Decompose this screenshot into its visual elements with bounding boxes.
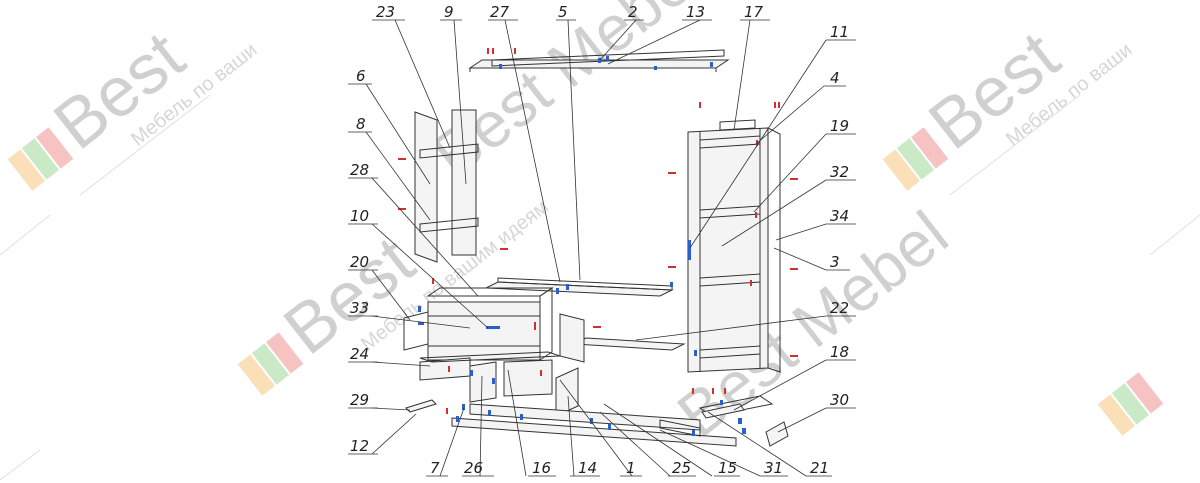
callout-24: 24 [350, 345, 369, 363]
callout-28: 28 [350, 161, 369, 179]
leader-lines [348, 19, 856, 477]
callout-8: 8 [356, 115, 366, 133]
watermark-brand: Best [40, 16, 198, 164]
watermark-logo-right: Best Мебель по ваши [882, 16, 1136, 191]
callout-31: 31 [764, 459, 783, 477]
callout-13: 13 [686, 3, 705, 21]
callout-26: 26 [464, 459, 483, 477]
right-cabinet [687, 119, 781, 373]
callout-16: 16 [532, 459, 551, 477]
callout-14: 14 [578, 459, 597, 477]
callout-22: 22 [830, 299, 849, 317]
callout-12: 12 [350, 437, 369, 455]
watermark-logo-left: Best Мебель по ваши [7, 16, 261, 191]
callout-27: 27 [490, 3, 510, 21]
tv-box [403, 287, 561, 381]
callout-30: 30 [830, 391, 849, 409]
watermark-logo-right-edge [1097, 372, 1164, 436]
watermark-logo-center: Best Мебель по вашим идеям [237, 196, 553, 396]
callout-6: 6 [356, 67, 366, 85]
bottom-plinth [451, 395, 774, 447]
callout-labels: 23 9 27 5 2 13 17 11 4 19 32 34 3 6 8 28… [350, 3, 849, 477]
callout-23: 23 [376, 3, 395, 21]
middle-shelf [484, 277, 674, 297]
callout-34: 34 [830, 207, 849, 225]
callout-5: 5 [558, 3, 568, 21]
watermark-brand: Best [915, 16, 1073, 164]
callout-9: 9 [444, 3, 454, 21]
fasteners-blue [418, 56, 746, 436]
callout-17: 17 [744, 3, 764, 21]
callout-25: 25 [672, 459, 691, 477]
callout-1: 1 [626, 459, 636, 477]
callout-19: 19 [830, 117, 849, 135]
callout-4: 4 [830, 69, 840, 87]
lower-shelf [572, 337, 686, 351]
callout-33: 33 [350, 299, 369, 317]
callout-7: 7 [430, 459, 440, 477]
left-panels [414, 109, 479, 263]
callout-10: 10 [350, 207, 369, 225]
callout-20: 20 [350, 253, 369, 271]
top-shelf [468, 49, 730, 72]
callout-3: 3 [830, 253, 840, 271]
parts-layer [398, 48, 798, 447]
callout-18: 18 [830, 343, 849, 361]
callout-32: 32 [830, 163, 849, 181]
door-panels [469, 313, 585, 417]
callout-2: 2 [628, 3, 638, 21]
callout-15: 15 [718, 459, 737, 477]
callout-21: 21 [810, 459, 829, 477]
callout-29: 29 [350, 391, 369, 409]
callout-11: 11 [830, 23, 849, 41]
